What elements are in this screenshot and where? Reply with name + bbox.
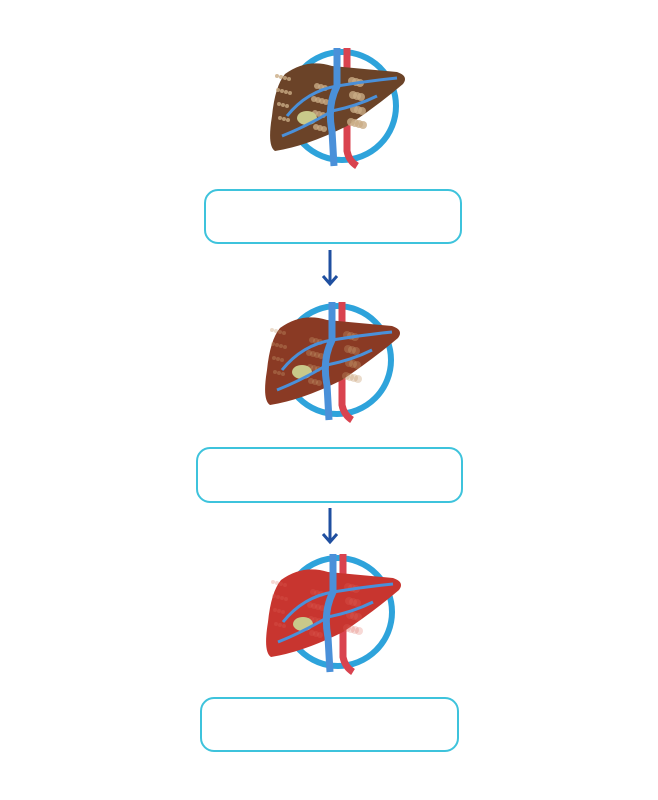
stage-2-text-box: [196, 447, 463, 503]
liver: [270, 63, 405, 152]
liver-illustration-2: [265, 302, 400, 423]
down-arrow-icon: [321, 508, 339, 545]
stage-3-text-box: [200, 697, 459, 752]
artery: [339, 554, 355, 675]
gallbladder: [293, 617, 313, 631]
liver-illustration-3: [266, 554, 401, 675]
gallbladder: [292, 365, 312, 379]
liver: [266, 569, 401, 657]
liver-illustration-1: [270, 48, 405, 169]
gallbladder: [297, 111, 317, 125]
stage-1-text-box: [204, 189, 462, 244]
liver: [265, 317, 400, 405]
artery: [343, 48, 359, 169]
artery: [338, 302, 354, 423]
down-arrow-icon: [321, 250, 339, 287]
